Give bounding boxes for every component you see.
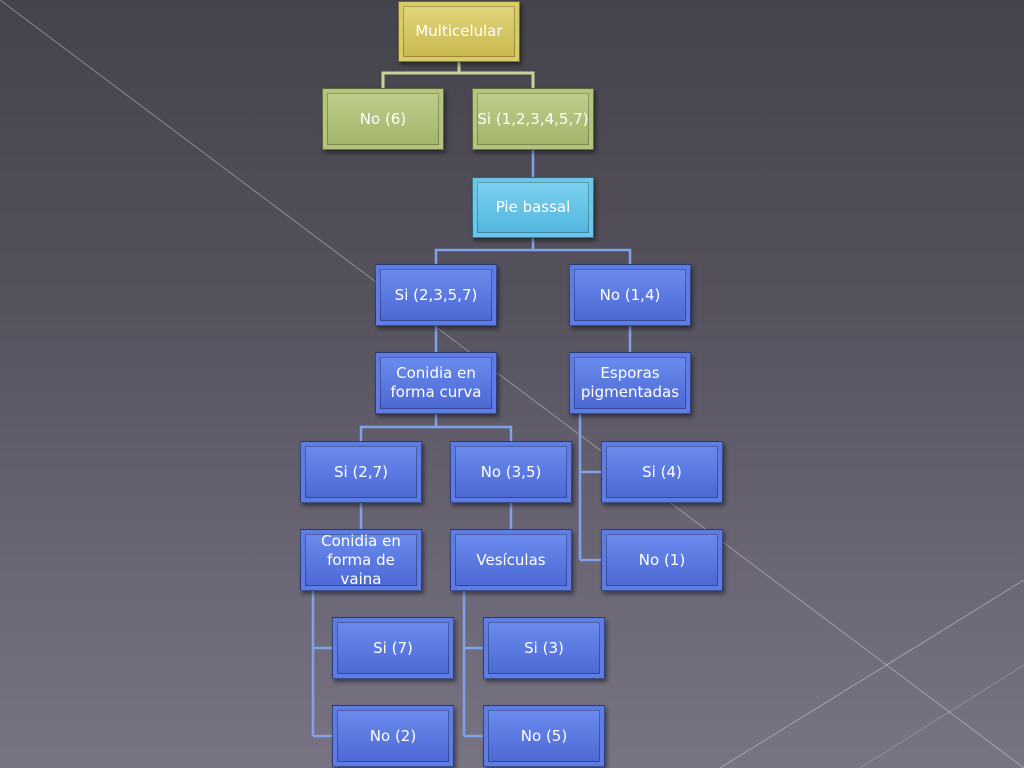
node-si-2-7: Si (2,7): [300, 441, 422, 503]
node-label: Vesículas: [476, 550, 546, 569]
node-label: Si (7): [373, 638, 413, 657]
node-label: Si (1,2,3,4,5,7): [477, 109, 589, 128]
node-conidia-curva: Conidia en forma curva: [375, 352, 497, 414]
node-label: Pie bassal: [495, 198, 571, 216]
node-label: Si (2,7): [333, 462, 389, 481]
node-conidia-vaina: Conidia en forma de vaina: [300, 529, 422, 591]
node-label: No (3,5): [480, 462, 542, 481]
node-no-2: No (2): [332, 705, 454, 767]
node-label: Conidia en forma curva: [390, 364, 482, 401]
node-no-6: No (6): [322, 88, 444, 150]
node-vesiculas: Vesículas: [450, 529, 572, 591]
node-label: Si (4): [642, 462, 682, 481]
node-label: No (6): [359, 109, 407, 128]
node-label: Conidia en forma de vaina: [321, 531, 401, 588]
node-label: No (1): [638, 550, 686, 569]
node-esporas-pigmentadas: Esporas pigmentadas: [569, 352, 691, 414]
node-label: Si (2,3,5,7): [394, 285, 478, 304]
node-label: No (2): [369, 726, 417, 745]
node-no-5: No (5): [483, 705, 605, 767]
node-si-2-3-5-7: Si (2,3,5,7): [375, 264, 497, 326]
node-pie-bassal: Pie bassal: [472, 177, 594, 238]
node-label: Si (3): [524, 638, 564, 657]
connector-root: [381, 62, 535, 88]
node-label: No (5): [520, 726, 568, 745]
connector-tree: [311, 150, 632, 738]
node-no-3-5: No (3,5): [450, 441, 572, 503]
node-label: No (1,4): [599, 285, 661, 304]
node-label: Esporas pigmentadas: [580, 364, 680, 401]
node-no-1-4: No (1,4): [569, 264, 691, 326]
node-no-1: No (1): [601, 529, 723, 591]
node-multicelular: Multicelular: [398, 1, 520, 62]
node-si-4: Si (4): [601, 441, 723, 503]
background-corner-line-2: [859, 664, 1024, 768]
background-corner-line: [719, 579, 1024, 768]
node-si-3: Si (3): [483, 617, 605, 679]
node-si-7: Si (7): [332, 617, 454, 679]
node-label: Multicelular: [415, 22, 503, 40]
node-si-1-2-3-4-5-7: Si (1,2,3,4,5,7): [472, 88, 594, 150]
